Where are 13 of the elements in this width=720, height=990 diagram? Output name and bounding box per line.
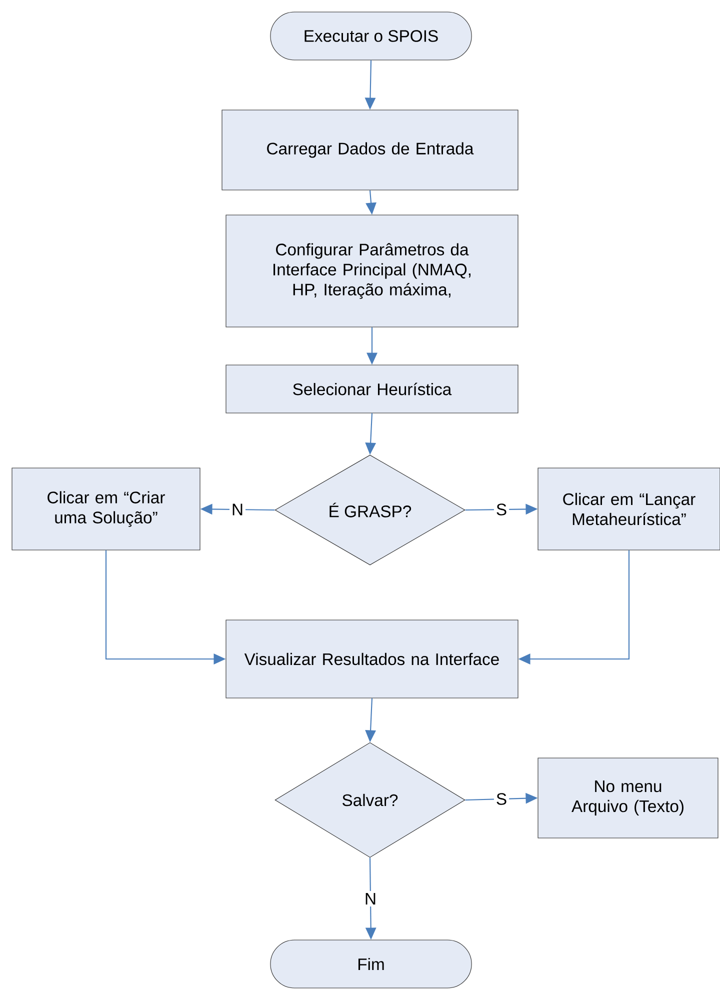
terminal-box: Fim: [270, 940, 472, 988]
edge-label: S: [494, 502, 510, 518]
terminal-box: Executar o SPOIS: [270, 12, 472, 60]
process-box: Carregar Dados de Entrada: [222, 110, 518, 190]
process-box: Selecionar Heurística: [226, 364, 518, 414]
process-box: Configurar Parâmetros da Interface Principal (NMAQ, HP, Iteração máxima,: [226, 214, 518, 328]
process-box: Clicar em “Criar uma Solução”: [12, 468, 200, 550]
edge-label: S: [494, 791, 510, 807]
edge-label: N: [229, 502, 246, 518]
process-box: Visualizar Resultados na Interface: [226, 620, 518, 698]
process-box: Clicar em “Lançar Metaheurística”: [538, 468, 720, 550]
process-box: No menu Arquivo (Texto): [538, 758, 718, 838]
edge-label: N: [362, 891, 379, 906]
